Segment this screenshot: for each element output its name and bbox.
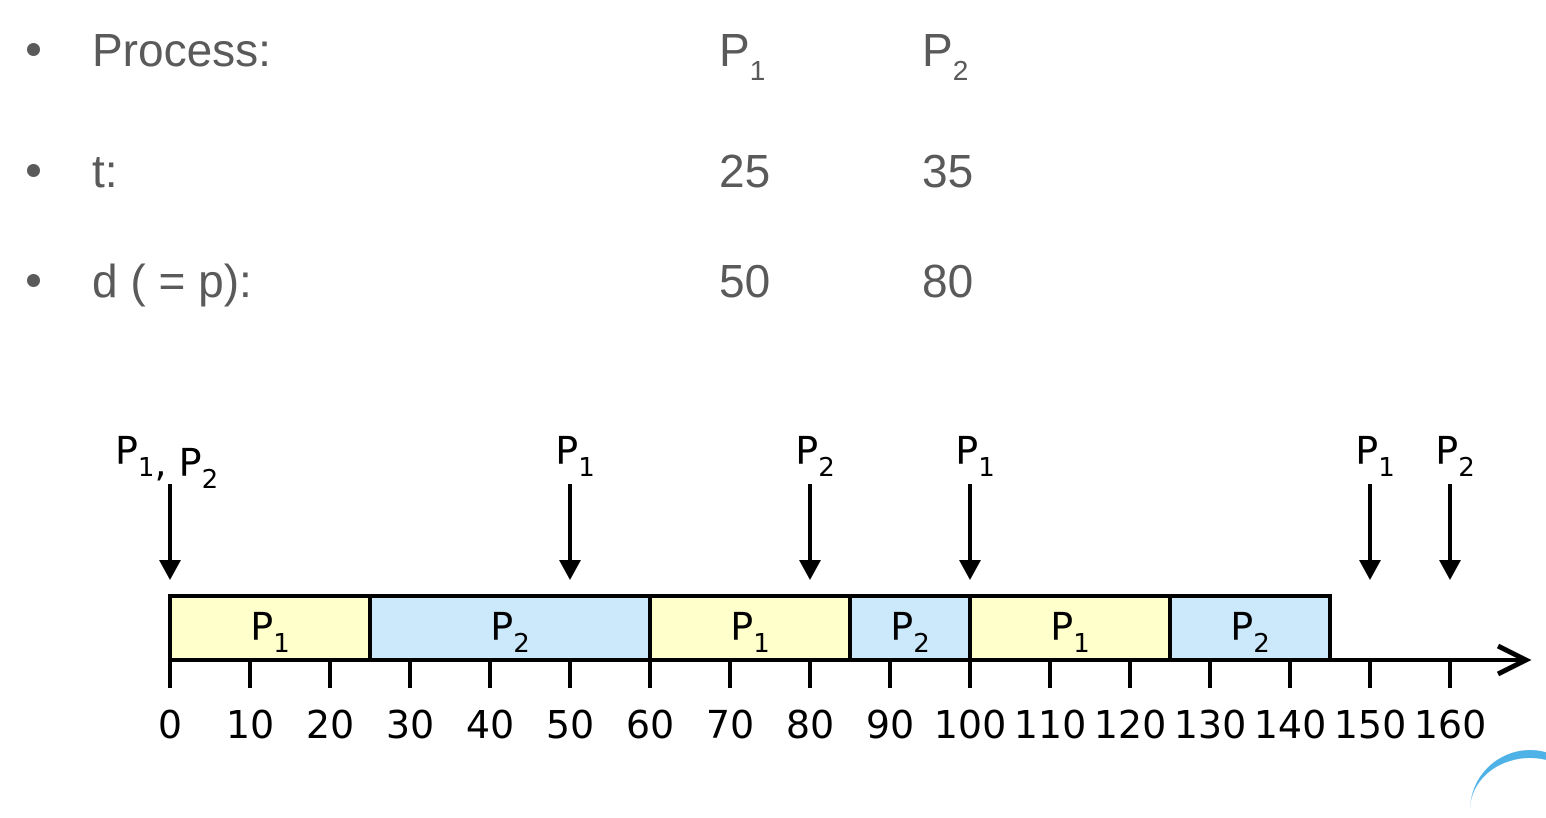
- tick-label: 70: [706, 703, 754, 747]
- d-label: d ( = p):: [92, 255, 252, 307]
- arrival-arrow-icon: [159, 560, 181, 580]
- segment-label: P2: [490, 605, 529, 659]
- axis-arrow-icon: [1496, 643, 1532, 677]
- segment-box: [648, 594, 852, 662]
- process-value-1: P1: [719, 24, 766, 86]
- tick-label: 50: [546, 703, 594, 747]
- arrival-label: P1, P2: [115, 429, 218, 495]
- segment-box: [848, 594, 972, 662]
- tick-label: 130: [1174, 703, 1247, 747]
- arrival-label: P1: [955, 429, 994, 483]
- tick-label: 160: [1414, 703, 1487, 747]
- tick-label: 140: [1254, 703, 1327, 747]
- tick-label: 20: [306, 703, 354, 747]
- t-row: t: 25 35: [0, 136, 1100, 206]
- tick-label: 40: [466, 703, 514, 747]
- segment-box: [1168, 594, 1332, 662]
- bullet-icon: [27, 164, 40, 177]
- arrival-arrow-icon: [1359, 560, 1381, 580]
- bullet-icon: [27, 274, 40, 287]
- t-value-2: 35: [922, 145, 974, 197]
- d-value-2: 80: [922, 255, 974, 307]
- segment-label: P2: [1230, 605, 1269, 659]
- arrival-label: P2: [1435, 429, 1474, 483]
- process-value-2: P2: [922, 24, 969, 86]
- tick-label: 100: [934, 703, 1007, 747]
- slide: Process: P1 P2 t: 25 35 d ( = p): 50 80 …: [0, 15, 1546, 758]
- arrival-label: P2: [795, 429, 834, 483]
- arrival-arrow-icon: [799, 560, 821, 580]
- segment-label: P1: [1050, 605, 1089, 659]
- decorative-arc: [1470, 750, 1546, 818]
- process-label: Process:: [92, 24, 271, 76]
- tick-label: 30: [386, 703, 434, 747]
- segment-label: P1: [250, 605, 289, 659]
- tick-label: 10: [226, 703, 274, 747]
- t-label: t:: [92, 145, 118, 197]
- tick-label: 80: [786, 703, 834, 747]
- arrival-label: P1: [1355, 429, 1394, 483]
- process-row: Process: P1 P2: [0, 15, 1100, 86]
- tick-label: 110: [1014, 703, 1087, 747]
- d-value-1: 50: [719, 255, 771, 307]
- segment-label: P2: [890, 605, 929, 659]
- arrival-arrow-icon: [959, 560, 981, 580]
- segment-label: P1: [730, 605, 769, 659]
- d-row: d ( = p): 50 80: [0, 246, 1100, 316]
- tick-label: 0: [158, 703, 182, 747]
- arrival-arrow-icon: [559, 560, 581, 580]
- tick-label: 60: [626, 703, 674, 747]
- t-value-1: 25: [719, 145, 771, 197]
- arrival-arrow-icon: [1439, 560, 1461, 580]
- tick-label: 120: [1094, 703, 1167, 747]
- tick-label: 90: [866, 703, 914, 747]
- arrival-label: P1: [555, 429, 594, 483]
- tick-label: 150: [1334, 703, 1407, 747]
- bullet-icon: [27, 43, 40, 56]
